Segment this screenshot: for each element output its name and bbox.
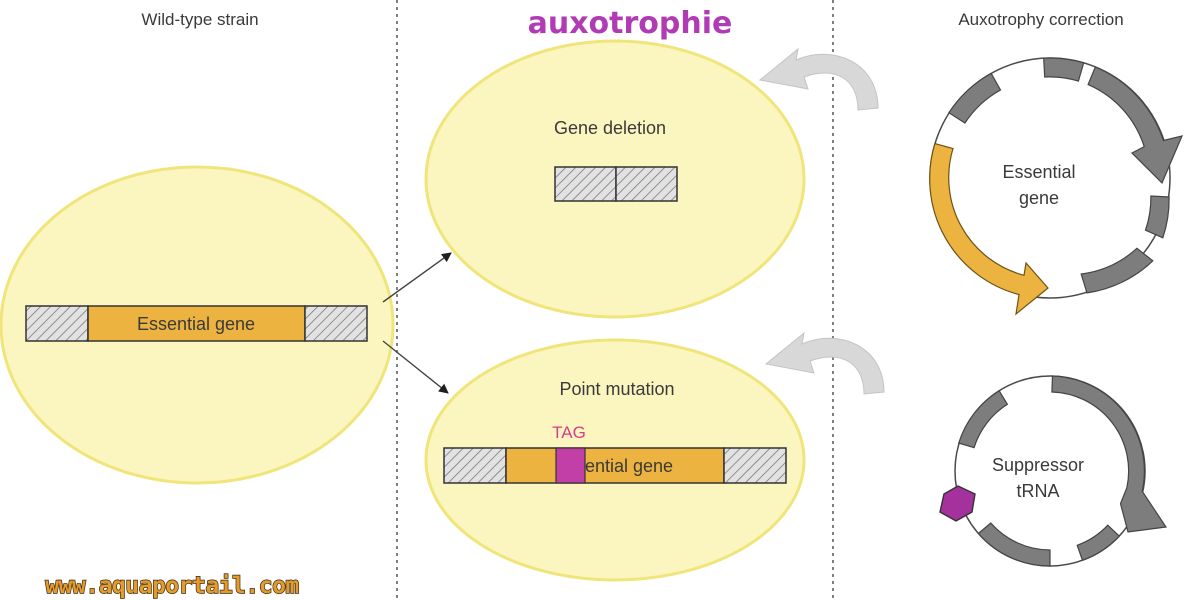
- arrow-to-deletion: [382, 252, 452, 303]
- plasmid-block-top: [1043, 57, 1085, 82]
- arrow-to-point-mutation: [382, 340, 449, 394]
- stop-codon-block: [555, 447, 586, 484]
- plasmid1-label-line2: gene: [1019, 188, 1059, 208]
- deletion-title: Gene deletion: [554, 118, 666, 138]
- watermark-url: www.aquaportail.com: [45, 573, 299, 599]
- essential-gene-plasmid: Essential gene: [929, 57, 1184, 316]
- curved-arrow-bottom: [764, 331, 885, 395]
- plasmid2-label-line2: tRNA: [1016, 481, 1059, 501]
- curved-arrow-top: [758, 47, 879, 111]
- wild-type-gene-label: Essential gene: [137, 314, 255, 334]
- deletion-construct: [554, 166, 678, 202]
- wild-type-gene-construct: Essential gene: [25, 305, 368, 342]
- plasmid2-block-bottom-right: [1076, 524, 1121, 562]
- suppressor-trna-plasmid: Suppressor tRNA: [939, 375, 1168, 567]
- correction-title: Auxotrophy correction: [958, 10, 1123, 29]
- plasmid1-label-line1: Essential: [1002, 162, 1075, 182]
- plasmid-block-right: [1144, 195, 1170, 239]
- watermark-title: auxotrophie: [528, 6, 733, 41]
- plasmid-arrow-right: [1087, 66, 1184, 185]
- essential-gene-arrow: [929, 142, 1049, 316]
- plasmid-block-top-left: [948, 72, 1002, 124]
- plasmid2-block-bottom: [977, 522, 1051, 567]
- point-mutation-title: Point mutation: [559, 379, 674, 399]
- plasmid-block-bottom-right: [1080, 247, 1154, 294]
- tag-codon-label: TAG: [552, 423, 586, 442]
- wild-type-title: Wild-type strain: [141, 10, 258, 29]
- suppressor-trna-block: [939, 485, 976, 522]
- plasmid2-label-line1: Suppressor: [992, 455, 1084, 475]
- point-mutation-construct: Essential gene: [443, 447, 787, 484]
- plasmid2-block-left-arc: [957, 389, 1009, 449]
- plasmid2-arrow-right: [1051, 375, 1168, 533]
